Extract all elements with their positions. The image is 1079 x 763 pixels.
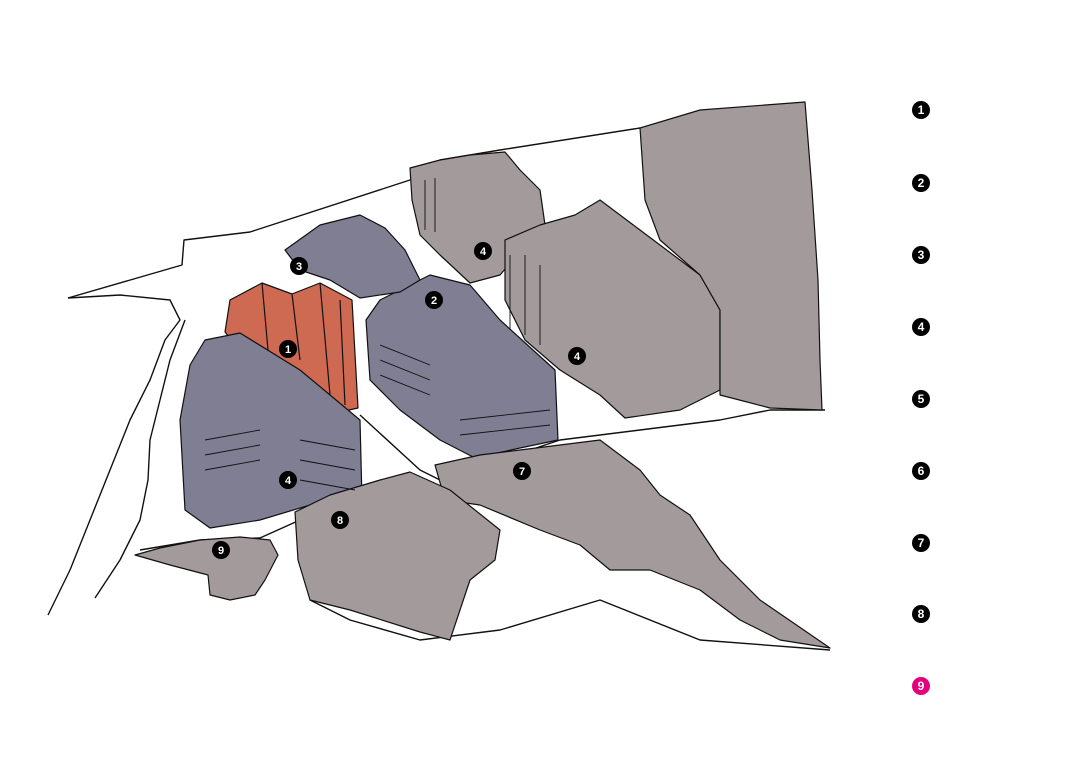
legend-item-7: 7 [912,534,930,552]
svg-text:8: 8 [337,515,343,527]
legend-item-2: 2 [912,174,930,192]
svg-text:9: 9 [218,545,224,557]
map-marker-4-north: 4 [474,242,492,260]
legend-item-8: 8 [912,605,930,623]
legend-number-5: 5 [912,390,930,408]
legend-number-3: 3 [912,246,930,264]
svg-text:4: 4 [574,351,581,363]
svg-text:3: 3 [296,261,302,273]
legend-number-4: 4 [912,318,930,336]
legend-item-5: 5 [912,390,930,408]
map-marker-2: 2 [425,291,443,309]
svg-text:4: 4 [285,475,292,487]
legend-number-2: 2 [912,174,930,192]
map-marker-1: 1 [279,340,297,358]
svg-text:4: 4 [480,246,487,258]
legend-number-8: 8 [912,605,930,623]
building-3 [285,215,420,298]
legend-number-6: 6 [912,462,930,480]
legend-number-7: 7 [912,534,930,552]
legend-item-1: 1 [912,101,930,119]
map-marker-3: 3 [290,257,308,275]
map-marker-8: 8 [331,511,349,529]
legend-number-9: 9 [912,677,930,695]
legend-item-3: 3 [912,246,930,264]
svg-text:2: 2 [431,295,437,307]
svg-text:1: 1 [285,344,291,356]
map-marker-9: 9 [212,541,230,559]
map-marker-7: 7 [513,462,531,480]
legend-item-9: 9 [912,677,930,695]
map-marker-4-east: 4 [568,347,586,365]
svg-text:7: 7 [519,466,525,478]
building-9 [135,537,278,600]
legend-item-4: 4 [912,318,930,336]
legend-item-6: 6 [912,462,930,480]
legend-number-1: 1 [912,101,930,119]
map-marker-4-west: 4 [279,471,297,489]
